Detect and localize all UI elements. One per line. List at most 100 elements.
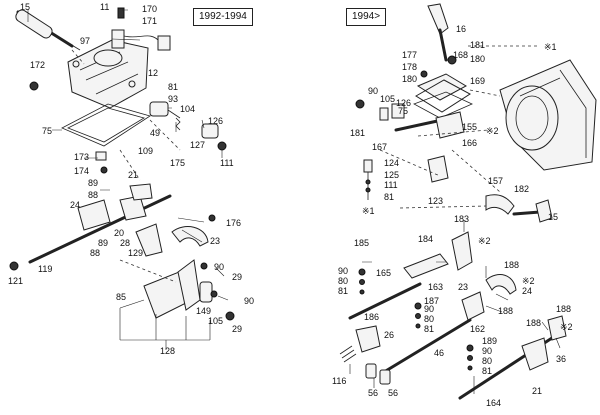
part-number-label: 21 — [128, 170, 138, 180]
part-number-label: 93 — [168, 94, 178, 104]
part-number-label: 162 — [470, 324, 485, 334]
fork-28 — [135, 223, 163, 257]
fork-163 — [403, 231, 473, 279]
part-number-label: 155 — [462, 122, 477, 132]
part-number-label: 183 — [454, 214, 469, 224]
fork-162 — [461, 291, 485, 321]
shaft-167 — [394, 111, 465, 139]
part-number-label: 176 — [226, 218, 241, 228]
plug-173 — [95, 151, 108, 174]
part-number-label: 188 — [504, 260, 519, 270]
part-number-label: 85 — [116, 292, 126, 302]
clips-56 — [365, 363, 391, 385]
bolt-172 — [29, 81, 39, 91]
part-number-label: 163 — [428, 282, 443, 292]
part-number-label: 181 — [350, 128, 365, 138]
reference-mark: ※1 — [544, 42, 557, 52]
part-number-label: 26 — [384, 330, 394, 340]
part-number-label: 123 — [428, 196, 443, 206]
shift-rod-46 — [382, 318, 472, 374]
part-number-label: 46 — [434, 348, 444, 358]
gasket-75-right — [413, 91, 473, 119]
part-number-label: 185 — [354, 238, 369, 248]
part-number-label: 90 — [214, 262, 224, 272]
part-number-label: 164 — [486, 398, 501, 408]
part-number-label: 29 — [232, 324, 242, 334]
part-number-label: 187 — [424, 296, 439, 306]
part-number-label: 178 — [402, 62, 417, 72]
part-number-label: 186 — [364, 312, 379, 322]
shift-lever-16 — [427, 3, 449, 62]
shift-rod-165 — [348, 282, 422, 320]
part-number-label: 125 — [384, 170, 399, 180]
part-number-label: 80 — [424, 314, 434, 324]
part-number-label: 126 — [396, 98, 411, 108]
part-number-label: 105 — [380, 94, 395, 104]
part-number-label: 11 — [100, 2, 109, 12]
part-number-label: 121 — [8, 276, 23, 286]
part-number-label: 171 — [142, 16, 157, 26]
shift-fork-23 — [171, 226, 209, 247]
part-number-label: 81 — [384, 192, 394, 202]
reference-mark: ※2 — [478, 236, 491, 246]
pin-116 — [339, 345, 357, 363]
reference-mark: ※2 — [560, 322, 573, 332]
sensor-123 — [363, 155, 449, 200]
part-number-label: 177 — [402, 50, 417, 60]
part-number-label: 119 — [38, 264, 52, 274]
part-number-label: 174 — [74, 166, 89, 176]
part-number-label: 90 — [244, 296, 254, 306]
part-number-label: 81 — [168, 82, 178, 92]
part-number-label: 81 — [338, 286, 348, 296]
part-number-label: 81 — [424, 324, 434, 334]
part-number-label: 20 — [114, 228, 124, 238]
detent-balls — [358, 268, 474, 371]
part-number-label: 81 — [482, 366, 492, 376]
part-number-label: 24 — [70, 200, 80, 210]
part-number-label: 149 — [196, 306, 211, 316]
plug-121 — [9, 261, 19, 271]
part-number-label: 175 — [170, 158, 185, 168]
ball-90-left — [200, 262, 208, 270]
interlock-plate-85 — [143, 259, 201, 319]
part-number-label: 105 — [208, 316, 223, 326]
part-number-label: 90 — [424, 304, 434, 314]
part-number-label: 180 — [402, 74, 417, 84]
part-number-label: 80 — [338, 276, 348, 286]
part-number-label: 188 — [556, 304, 571, 314]
sensor-170 — [111, 7, 171, 51]
year-range-label-left: 1992-1994 — [193, 8, 253, 26]
part-number-label: 75 — [398, 106, 408, 116]
cover-169 — [415, 55, 471, 113]
part-number-label: 88 — [88, 190, 98, 200]
part-number-label: 90 — [338, 266, 348, 276]
part-number-label: 188 — [526, 318, 541, 328]
part-number-label: 168 — [453, 50, 468, 60]
part-number-label: 182 — [514, 184, 529, 194]
part-number-label: 80 — [482, 356, 492, 366]
switch-105-right — [355, 99, 405, 121]
part-number-label: 104 — [180, 104, 195, 114]
part-number-label: 36 — [556, 354, 566, 364]
part-number-label: 180 — [470, 54, 485, 64]
ball-90b-left — [210, 290, 218, 298]
part-number-label: 111 — [384, 180, 398, 190]
part-number-label: 12 — [148, 68, 158, 78]
part-number-label: 89 — [98, 238, 108, 248]
part-number-label: 170 — [142, 4, 157, 14]
part-number-label: 21 — [532, 386, 542, 396]
year-range-label-right: 1994> — [346, 8, 387, 26]
part-number-label: 16 — [456, 24, 466, 34]
part-number-label: 124 — [384, 158, 399, 168]
shift-lever-15 — [15, 9, 81, 51]
plug-176 — [208, 214, 216, 222]
reference-mark: ※1 — [362, 206, 375, 216]
part-number-label: 28 — [120, 238, 130, 248]
part-number-label: 128 — [160, 346, 175, 356]
part-number-label: 181 — [470, 40, 485, 50]
part-number-label: 15 — [20, 2, 30, 12]
part-number-label: 173 — [74, 152, 89, 162]
part-number-label: 23 — [458, 282, 468, 292]
part-number-label: 111 — [220, 158, 234, 168]
part-number-label: 116 — [332, 376, 346, 386]
